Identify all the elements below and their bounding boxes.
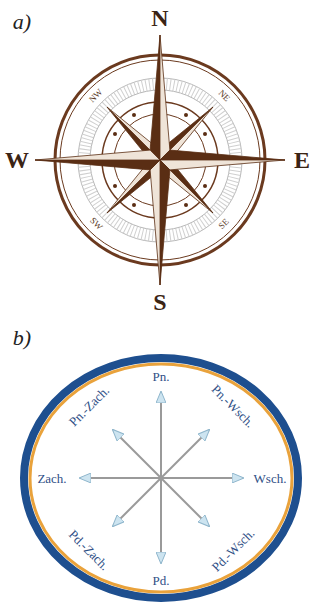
cardinal-direction: S	[153, 290, 166, 314]
compass-rose	[184, 113, 188, 117]
compass-rose	[203, 132, 207, 136]
compass-rose	[132, 113, 136, 117]
direction-label: Wsch.	[253, 472, 288, 485]
compass-rose	[150, 160, 160, 285]
compass-rose	[203, 184, 207, 188]
direction-arrow	[161, 430, 209, 478]
compass-rose	[35, 35, 285, 285]
compass-rose	[35, 160, 160, 170]
direction-oval	[30, 364, 292, 592]
compass-rose	[113, 132, 117, 136]
direction-arrow	[113, 430, 161, 478]
compass-rose	[160, 35, 170, 160]
compass-rose	[132, 203, 136, 207]
part-letter: a)	[13, 11, 31, 33]
direction-label: Pn.	[152, 370, 171, 383]
direction-arrow	[113, 478, 161, 526]
direction-label: Pd.	[152, 574, 171, 587]
compass-rose	[160, 160, 170, 285]
direction-arrow	[160, 478, 162, 563]
cardinal-direction: E	[294, 148, 310, 172]
direction-label: Zach.	[36, 472, 67, 485]
direction-arrow	[161, 478, 209, 526]
direction-arrow	[160, 392, 162, 478]
compass-rose	[113, 184, 117, 188]
compass-rose	[35, 150, 160, 160]
compass-rose	[35, 35, 285, 285]
compass-rose	[184, 203, 188, 207]
part-letter: b)	[13, 327, 31, 349]
cardinal-direction: W	[5, 148, 29, 172]
cardinal-direction: N	[151, 6, 168, 30]
compass-rose	[150, 35, 160, 160]
compass-rose	[160, 160, 285, 170]
direction-oval	[24, 358, 298, 598]
direction-arrow	[80, 477, 161, 479]
compass-rose	[160, 150, 285, 160]
direction-arrow	[161, 477, 243, 479]
direction-oval	[24, 358, 298, 598]
direction-arrow	[80, 392, 243, 563]
